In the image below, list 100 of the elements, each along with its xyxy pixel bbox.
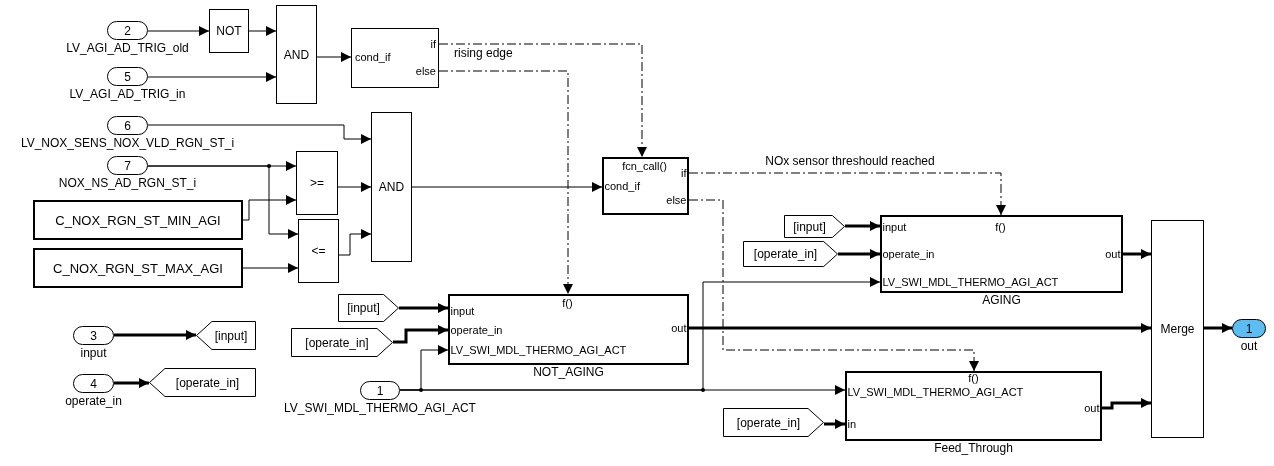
port-label: out (1105, 247, 1121, 260)
bus-signal-arrow (399, 303, 448, 313)
goto-tag (149, 368, 256, 397)
block-label: 3 (90, 328, 97, 343)
bus-signal-arrow (1123, 249, 1151, 259)
function-call-line (688, 172, 1006, 216)
port-label: input (450, 304, 475, 317)
merge-block (1151, 220, 1204, 438)
port-label: out (1084, 401, 1100, 414)
block-name: Feed_Through (934, 441, 1013, 455)
port-label: out (671, 321, 687, 334)
port-label: f() (968, 371, 979, 384)
function-call-line (438, 43, 647, 158)
signal-arrow (242, 263, 299, 273)
signal-arrow (147, 165, 299, 239)
block-label: AND (283, 47, 310, 62)
signal-arrow (316, 52, 352, 62)
block-label: 5 (124, 69, 131, 84)
block-label: [input] (793, 219, 827, 234)
block-label: 6 (124, 118, 131, 133)
from-tag (784, 215, 845, 238)
port-label: f() (995, 220, 1006, 233)
bus-signal-arrow (393, 325, 448, 344)
subsystem-block (33, 248, 243, 288)
block-name: NOT_AGING (533, 365, 604, 379)
from-tag (338, 294, 399, 322)
block-label: [operate_in] (174, 375, 240, 390)
signal-arrow (147, 26, 210, 36)
block-label: [operate_in] (753, 247, 819, 261)
port-label: f() (562, 296, 573, 309)
bus-signal-arrow (114, 378, 149, 388)
from-tag (743, 241, 838, 267)
from-tag (723, 408, 824, 437)
bus-signal-arrow (845, 221, 880, 231)
signal-arrow (147, 72, 277, 82)
block-name: LV_NOX_SENS_NOX_VLD_RGN_ST_i (20, 136, 235, 150)
goto-tag (196, 321, 256, 350)
port-label: if (681, 166, 687, 179)
signal-arrow (248, 26, 277, 36)
block-name: operate_in (65, 394, 122, 408)
port-label: in (847, 417, 857, 430)
block-label: 4 (90, 376, 97, 391)
block-label: <= (311, 244, 326, 258)
bus-signal-arrow (824, 419, 845, 429)
block-label: 7 (124, 158, 131, 173)
logic-block (351, 28, 439, 88)
port-label: cond_if (604, 179, 640, 192)
block-name: LV_AGI_AD_TRIG_old (66, 41, 189, 55)
block-name: input (80, 346, 107, 360)
block-label: >= (310, 176, 324, 190)
from-tag (291, 328, 393, 357)
port-label: operate_in (450, 323, 503, 336)
block-name: AGING (982, 293, 1021, 307)
block-name: LV_AGI_AD_TRIG_in (69, 87, 186, 101)
port-label: operate_in (882, 247, 935, 260)
port-label: fcn_call() (622, 159, 667, 172)
edge-label: NOx sensor threshould reached (763, 154, 937, 168)
signal-arrow (411, 182, 603, 192)
block-label: AND (378, 180, 405, 194)
signal-arrow (337, 182, 372, 192)
signal-arrow (242, 195, 297, 221)
port-label: else (415, 64, 436, 78)
bus-signal-arrow (689, 323, 1151, 333)
port-label: if (430, 37, 436, 51)
block-label: 1 (376, 383, 384, 398)
block-label: C_NOX_RGN_ST_MAX_AGI (53, 260, 223, 276)
edge-label: rising edge (452, 46, 515, 60)
port-label: LV_SWI_MDL_THERMO_AGI_ACT (450, 343, 627, 356)
block-label: Merge (1160, 322, 1195, 336)
function-call-line (438, 70, 573, 295)
port-label: LV_SWI_MDL_THERMO_AGI_ACT (847, 385, 1024, 398)
subsystem-block (33, 200, 243, 240)
function-call-line (688, 199, 979, 372)
logic-block (209, 9, 249, 53)
block-name: out (1240, 339, 1258, 353)
block-name: NOX_NS_AD_RGN_ST_i (58, 176, 197, 190)
bus-signal-arrow (838, 249, 880, 259)
signal-arrow (338, 229, 372, 256)
block-label: [operate_in] (305, 335, 370, 350)
port-label: LV_SWI_MDL_THERMO_AGI_ACT (882, 275, 1059, 288)
signal-arrow (399, 385, 846, 395)
block-label: NOT (216, 24, 242, 38)
bus-signal-arrow (1102, 398, 1151, 410)
logic-block (296, 151, 338, 215)
block-label: 2 (124, 23, 131, 38)
block-label: 1 (1245, 321, 1253, 336)
port-label: else (666, 193, 687, 206)
logic-block (276, 5, 317, 104)
port-label: input (882, 220, 907, 233)
logic-block (298, 219, 339, 283)
bus-signal-arrow (114, 330, 196, 340)
block-label: [input] (213, 328, 248, 343)
bus-signal-arrow (1204, 323, 1232, 333)
block-label: [input] (347, 301, 381, 315)
subsystem-block (602, 157, 689, 215)
block-label: [operate_in] (736, 415, 802, 430)
block-label: C_NOX_RGN_ST_MIN_AGI (55, 212, 221, 228)
signal-arrow (147, 124, 372, 144)
block-name: LV_SWI_MDL_THERMO_AGI_ACT (284, 401, 476, 415)
port-label: cond_if (355, 50, 391, 64)
